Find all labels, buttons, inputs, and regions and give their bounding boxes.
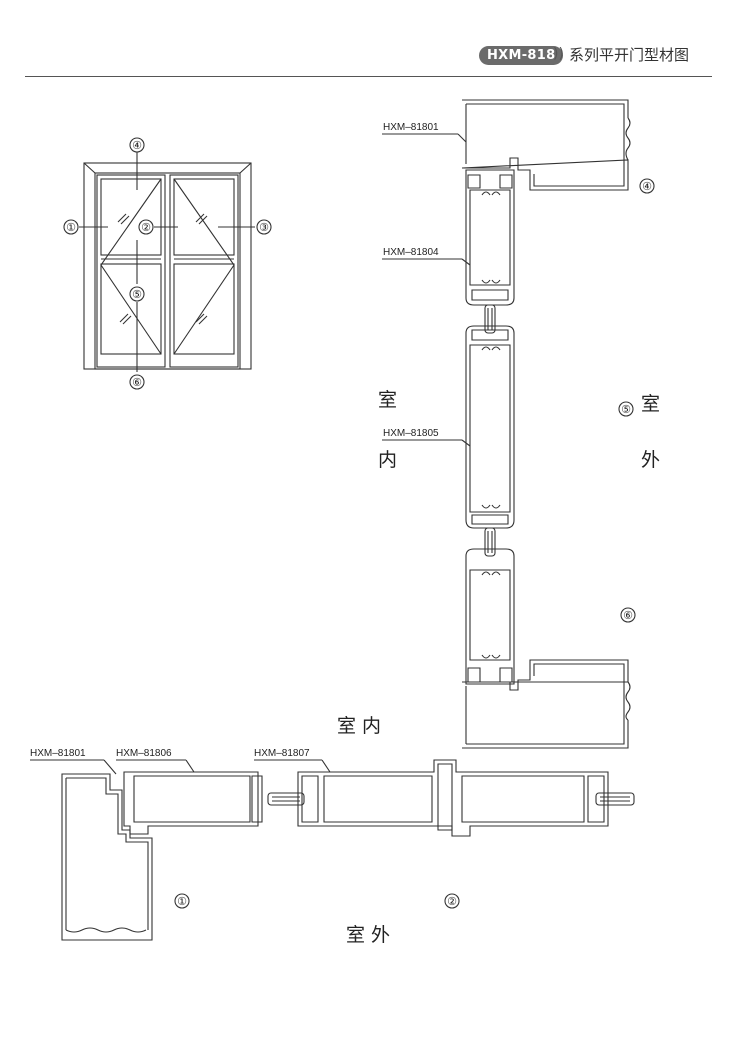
callout-1-section: ① (177, 896, 187, 908)
profile-81801-horizontal (61, 773, 153, 941)
label-81805: HXM–81805 (383, 428, 439, 439)
callout-2-section-circle (444, 893, 460, 909)
callout-5-section: ⑤ (621, 404, 631, 416)
callout-4-section: ④ (642, 181, 652, 193)
profile-81805 (465, 325, 515, 529)
profile-81804 (465, 169, 515, 306)
label-81801-horizontal: HXM–81801 (30, 748, 86, 759)
callout-3-elevation: ③ (259, 222, 269, 234)
callout-1-circle (63, 219, 79, 235)
label-81801-vertical: HXM–81801 (383, 122, 439, 133)
callout-2-section: ② (447, 896, 457, 908)
callout-4-elevation: ④ (132, 140, 142, 152)
left-leaf (96, 174, 166, 368)
gasket-horizontal-right (595, 792, 635, 806)
gasket-upper (484, 304, 496, 334)
profile-81801-top-vertical (461, 99, 629, 191)
callout-6-section: ⑥ (623, 610, 633, 622)
badge-arrow-icon: )) (553, 46, 564, 62)
callout-4-circle (129, 137, 145, 153)
page-header: HXM-818 )) 系列平开门型材图 (0, 0, 737, 78)
label-indoor-top: 室 (378, 389, 397, 411)
callout-2-circle (138, 219, 154, 235)
series-badge: HXM-818 (479, 46, 564, 65)
horizontal-section (30, 759, 635, 941)
profile-81806 (123, 771, 259, 835)
header-rule (25, 76, 712, 77)
callout-1-section-circle (174, 893, 190, 909)
label-81807: HXM–81807 (254, 748, 310, 759)
vertical-section (382, 99, 655, 749)
label-indoor-bottom: 内 (378, 449, 397, 471)
callout-5-circle (129, 286, 145, 302)
callout-6-circle (129, 374, 145, 390)
right-leaf (169, 174, 239, 368)
label-outdoor-horizontal: 室 外 (346, 924, 390, 946)
label-indoor-horizontal: 室 内 (337, 715, 381, 737)
callout-4-section-circle (639, 178, 655, 194)
callout-6-elevation: ⑥ (132, 377, 142, 389)
door-elevation (63, 137, 272, 390)
callout-3-circle (256, 219, 272, 235)
callout-2-elevation: ② (141, 222, 151, 234)
profile-81804-lower (465, 548, 515, 685)
door-outer-frame (83, 162, 252, 370)
label-81804: HXM–81804 (383, 247, 439, 258)
page-title: 系列平开门型材图 (569, 46, 690, 64)
callout-5-elevation: ⑤ (132, 289, 142, 301)
profile-81807 (297, 759, 609, 837)
label-81806: HXM–81806 (116, 748, 172, 759)
door-inner-frame (94, 172, 241, 370)
gasket-horizontal-left (267, 792, 305, 806)
callout-5-section-circle (618, 401, 634, 417)
callout-6-section-circle (620, 607, 636, 623)
profile-81801-bottom-vertical (462, 659, 629, 749)
callout-1-elevation: ① (66, 222, 76, 234)
gasket-lower (484, 527, 496, 557)
label-outdoor-top: 室 (641, 393, 660, 415)
label-outdoor-bottom: 外 (641, 449, 660, 471)
